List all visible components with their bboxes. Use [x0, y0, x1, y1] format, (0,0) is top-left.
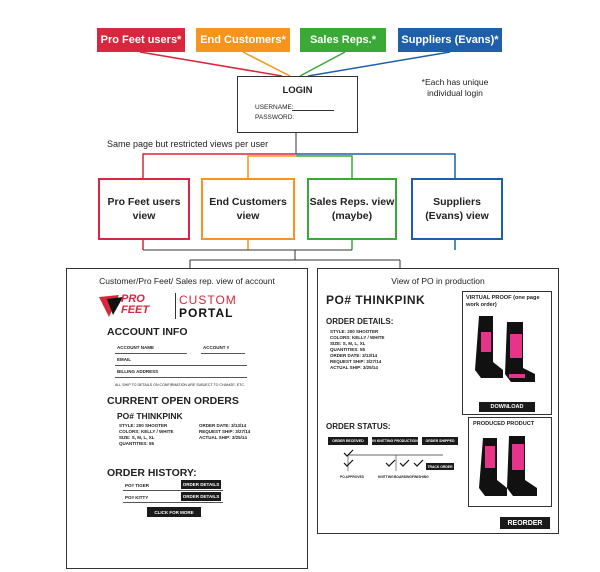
billing-field — [115, 377, 247, 378]
restriction-note: Same page but restricted views per user — [107, 139, 269, 149]
user-sales-reps: Sales Reps.* — [300, 28, 386, 52]
login-box: LOGIN USERNAME: PASSWORD: — [237, 76, 358, 133]
account-info-title: ACCOUNT INFO — [107, 326, 188, 338]
detail-order-date: ORDER DATE: 3/13/14 — [330, 353, 378, 358]
produced-sock-icon — [479, 436, 537, 496]
po-production-panel: View of PO in production PO# THINKPINK O… — [317, 268, 559, 534]
account-panel-caption: Customer/Pro Feet/ Sales rep. view of ac… — [99, 276, 275, 286]
pro-feet-logo: PRO FEET — [97, 293, 177, 319]
open-order-po: PO# THINKPINK — [117, 411, 183, 421]
account-view-panel: Customer/Pro Feet/ Sales rep. view of ac… — [66, 268, 308, 569]
virtual-proof-box: VIRTUAL PROOF (one page work order) DOWN… — [462, 291, 552, 415]
login-note: *Each has unique individual login — [421, 77, 489, 98]
substep-finishing: FINISHING — [412, 475, 429, 479]
user-end-customers: End Customers* — [196, 28, 290, 52]
virtual-proof-title: VIRTUAL PROOF (one page work order) — [466, 295, 540, 308]
detail-style: STYLE: 200 SHOOTER — [330, 329, 379, 334]
detail-request-ship: REQUEST SHIP: 3/27/14 — [330, 359, 382, 364]
order-style: STYLE: 200 SHOOTER — [119, 423, 168, 428]
login-title: LOGIN — [282, 85, 313, 96]
po-title: PO# THINKPINK — [326, 293, 426, 307]
history-po-tiger: PO# TIGER — [125, 483, 150, 488]
view-pro-feet-label: Pro Feet users view — [107, 196, 181, 222]
download-button[interactable]: DOWNLOAD — [479, 402, 535, 412]
view-end-customers: End Customers view — [201, 178, 295, 240]
email-field — [115, 365, 247, 366]
status-order-received: ORDER RECEIVED — [328, 437, 368, 445]
history-row-line — [123, 490, 223, 491]
logo-pro-feet-text: PRO FEET — [121, 293, 150, 316]
order-details-title: ORDER DETAILS: — [326, 317, 394, 326]
logo-divider — [175, 293, 176, 319]
username-field[interactable] — [292, 110, 334, 111]
produced-product-box: PRODUCED PRODUCT — [468, 417, 552, 507]
view-suppliers: Suppliers (Evans) view — [411, 178, 503, 240]
user-suppliers: Suppliers (Evans)* — [398, 28, 502, 52]
order-date: ORDER DATE: 3/13/14 — [199, 423, 247, 428]
logo-portal-text: PORTAL — [179, 306, 234, 320]
click-for-more-button[interactable]: CLICK FOR MORE — [147, 507, 201, 517]
produced-product-title: PRODUCED PRODUCT — [473, 421, 535, 427]
view-pro-feet: Pro Feet users view — [98, 178, 190, 240]
account-name-label: ACCOUNT NAME — [117, 345, 154, 350]
status-in-knitting: IN KNITTING PRODUCTION — [372, 437, 418, 445]
account-name-field — [115, 353, 187, 354]
substep-knitting: KNITTING — [378, 475, 394, 479]
status-timeline-icon — [343, 449, 443, 471]
order-request-ship: REQUEST SHIP: 3/27/14 — [199, 429, 251, 434]
user-pro-feet: Pro Feet users* — [97, 28, 185, 52]
detail-quantities: QUANTITIES: 55 — [330, 347, 366, 352]
account-small-note: ALL SHIP TO DETAILS ON CONFIRMATION ARE … — [115, 383, 245, 387]
order-actual-ship: ACTUAL SHIP: 3/25/14 — [199, 435, 247, 440]
substep-boarding: BOARDING — [394, 475, 412, 479]
order-details-button[interactable]: ORDER DETAILS — [181, 492, 221, 501]
detail-sizes: SIZE: S, M, L, XL — [330, 341, 366, 346]
view-suppliers-label: Suppliers (Evans) view — [425, 196, 489, 222]
detail-actual-ship: ACTUAL SHIP: 3/25/14 — [330, 365, 378, 370]
track-order-button[interactable]: TRACK ORDER — [426, 463, 454, 470]
history-row-line — [123, 502, 223, 503]
order-sizes: SIZE: S, M, L, XL — [119, 435, 155, 440]
open-orders-title: CURRENT OPEN ORDERS — [107, 395, 239, 407]
view-end-customers-label: End Customers view — [209, 196, 287, 222]
view-sales-reps: Sales Reps. view (maybe) — [307, 178, 397, 240]
order-status-title: ORDER STATUS: — [326, 422, 391, 431]
billing-label: BILLING ADDRESS — [117, 369, 159, 374]
account-number-field — [201, 353, 245, 354]
logo-swoosh-icon — [99, 295, 123, 317]
order-details-button[interactable]: ORDER DETAILS — [181, 480, 221, 489]
reorder-button[interactable]: REORDER — [500, 517, 550, 529]
logo-custom-text: CUSTOM — [179, 293, 237, 307]
history-po-kitty: PO# KITTY — [125, 495, 149, 500]
status-order-shipped: ORDER SHIPPED — [422, 437, 458, 445]
order-history-title: ORDER HISTORY: — [107, 467, 197, 479]
order-colors: COLORS: KELLY / WHITE — [119, 429, 174, 434]
password-label: PASSWORD: — [255, 114, 295, 121]
username-label: USERNAME: — [255, 104, 294, 111]
account-number-label: ACCOUNT # — [203, 345, 230, 350]
substep-po-approved: PO APPROVED — [340, 475, 365, 479]
view-sales-reps-label: Sales Reps. view (maybe) — [309, 196, 395, 222]
email-label: EMAIL — [117, 357, 131, 362]
detail-colors: COLORS: KELLY / WHITE — [330, 335, 385, 340]
po-panel-caption: View of PO in production — [391, 276, 485, 286]
sock-proof-icon — [475, 316, 535, 382]
order-quantities: QUANTITIES: 55 — [119, 441, 155, 446]
